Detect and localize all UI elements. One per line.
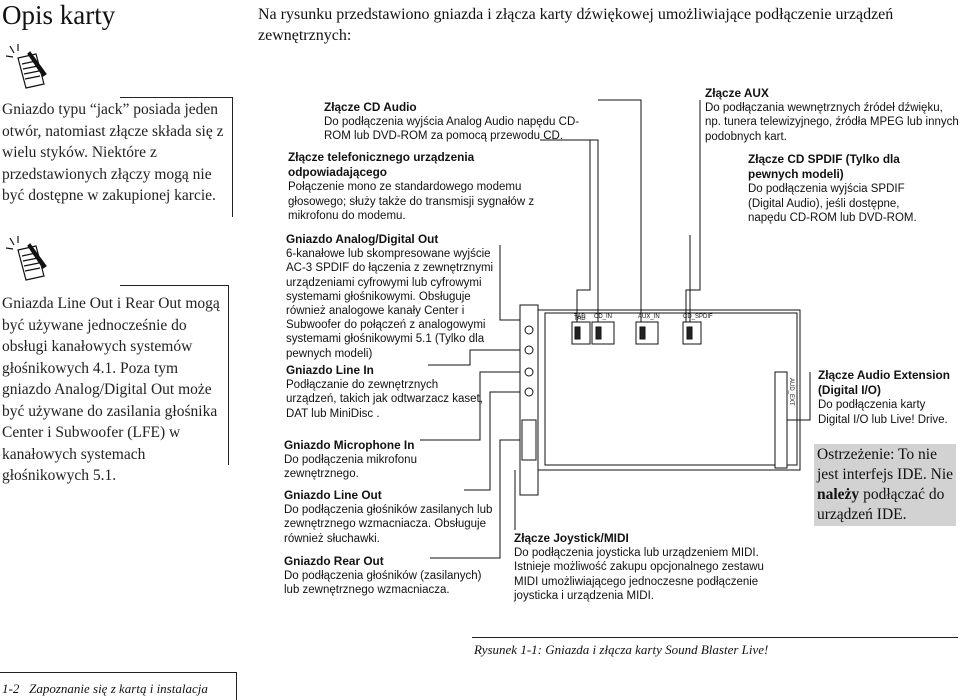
callout-title: Złącze telefonicznego urządzenia odpowia…	[288, 150, 475, 180]
warning-bold: należy	[817, 486, 860, 503]
page-title: Opis karty	[2, 0, 116, 30]
note-text: Gniazdo typu “jack” posiada jeden otwór,…	[2, 101, 224, 204]
board-label-cd-in: CD_IN	[594, 314, 613, 320]
callout-aux: Złącze AUX Do podłączania wewnętrznych ź…	[705, 86, 960, 144]
intro-text: Na rysunku przedstawiono gniazda i złącz…	[258, 6, 894, 44]
callout-tad: Złącze telefonicznego urządzenia odpowia…	[288, 150, 538, 223]
note-pencil-icon	[5, 236, 48, 282]
callout-title: Gniazdo Analog/Digital Out	[286, 232, 439, 246]
callout-title: Złącze Joystick/MIDI	[514, 531, 629, 545]
note-divider	[120, 285, 228, 287]
warning-text: Ostrzeżenie: To nie jest interfejs IDE. …	[817, 446, 954, 483]
callout-title: Złącze Audio Extension (Digital I/O)	[818, 368, 950, 398]
callout-title: Gniazdo Line Out	[284, 488, 382, 502]
board-label-cd-spdif: CD_SPDIF	[683, 314, 713, 320]
figure-caption: Rysunek 1-1: Gniazda i złącza karty Soun…	[474, 642, 769, 657]
caption-rule	[472, 637, 958, 639]
callout-text: Do podłączania wewnętrznych źródeł dźwię…	[705, 102, 959, 143]
callout-title: Gniazdo Microphone In	[284, 438, 415, 452]
footer: 1-2 Zapoznanie się z kartą i instalacja	[2, 681, 208, 697]
callout-analog-digital-out: Gniazdo Analog/Digital Out 6-kanałowe lu…	[286, 232, 504, 361]
callout-rear-out: Gniazdo Rear Out Do podłączenia głośnikó…	[284, 554, 484, 598]
callout-title: Złącze CD Audio	[324, 100, 417, 114]
callout-line-out: Gniazdo Line Out Do podłączenia głośnikó…	[284, 488, 494, 546]
footer-rule	[0, 672, 237, 700]
callout-text: Do podłączenia głośników (zasilanych) lu…	[284, 570, 482, 597]
callout-title: Gniazdo Line In	[286, 363, 374, 377]
board-label-tad: TAD	[574, 316, 586, 322]
warning-text-end: podłączać do urządzeń IDE.	[817, 486, 945, 523]
note-pencil-icon	[5, 44, 48, 90]
callout-text: Podłączanie do zewnętrznych urządzeń, ta…	[286, 379, 483, 420]
callout-cd-audio: Złącze CD Audio Do podłączenia wyjścia A…	[324, 100, 594, 144]
note-divider	[120, 97, 233, 217]
callout-title: Złącze AUX	[705, 86, 769, 100]
callout-text: Do podłączenia karty Digital I/O lub Liv…	[818, 399, 948, 426]
callout-title: Złącze CD SPDIF (Tylko dla pewnych model…	[748, 152, 900, 182]
callout-spdif: Złącze CD SPDIF (Tylko dla pewnych model…	[748, 152, 938, 225]
callout-text: Do podłączenia głośników zasilanych lub …	[284, 504, 493, 545]
callout-text: Do podłączenia wyjścia Analog Audio napę…	[324, 116, 580, 143]
note-divider	[120, 97, 232, 99]
footer-page-number: 1-2	[2, 681, 20, 696]
callout-mic-in: Gniazdo Microphone In Do podłączenia mik…	[284, 438, 464, 482]
callout-line-in: Gniazdo Line In Podłączanie do zewnętrzn…	[286, 363, 486, 421]
callout-text: Połączenie mono ze standardowego modemu …	[288, 181, 535, 222]
footer-section-title: Zapoznanie się z kartą i instalacja	[29, 681, 208, 696]
board-label-aux-in: AUX_IN	[638, 314, 660, 320]
callout-text: 6-kanałowe lub skompresowane wyjście AC-…	[286, 248, 494, 360]
note-divider	[228, 285, 230, 465]
callout-text: Do podłączenia wyjścia SPDIF (Digital Au…	[748, 183, 917, 224]
note-text: Gniazda Line Out i Rear Out mogą być uży…	[2, 295, 220, 484]
board-label-tad: TAD	[574, 314, 586, 320]
callout-audio-extension: Złącze Audio Extension (Digital I/O) Do …	[818, 368, 958, 427]
board-label-aud-ext: AUD_EXT	[788, 378, 794, 406]
callout-joystick: Złącze Joystick/MIDI Do podłączenia joys…	[514, 531, 784, 603]
callout-text: Do podłączenia mikrofonu zewnętrznego.	[284, 454, 417, 481]
warning-box: Ostrzeżenie: To nie jest interfejs IDE. …	[814, 444, 956, 526]
callout-text: Do podłączenia joysticka lub urządzeniem…	[514, 547, 764, 602]
callout-title: Gniazdo Rear Out	[284, 554, 384, 568]
